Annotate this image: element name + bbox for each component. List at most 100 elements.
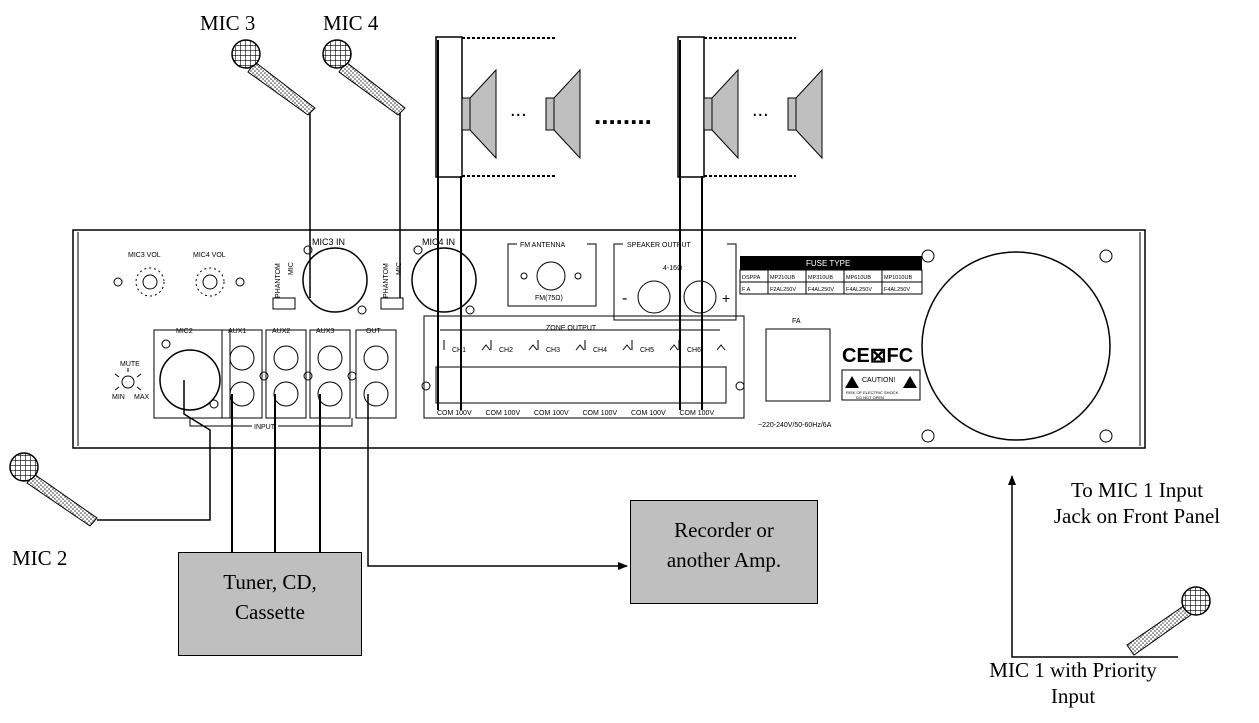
out-jack-left[interactable] [363, 345, 389, 371]
ellipsis-1: ... [510, 99, 527, 121]
aux2-jack-left[interactable] [273, 345, 299, 371]
zone-output-box [423, 315, 745, 419]
com-label: COM 100V [680, 410, 715, 417]
mic2-label: MIC2 [176, 328, 193, 335]
speaker-icon [787, 68, 823, 160]
max-label: MAX [134, 394, 150, 401]
aux1-jack-right[interactable] [229, 381, 255, 407]
mic3-in-label: MIC3 IN [312, 237, 345, 247]
speaker-output-label: SPEAKER OUTPUT [627, 242, 692, 249]
fuse-table-text: MP210UB [770, 275, 795, 281]
com-label: COM 100V [534, 410, 569, 417]
zone-channel-bracket [537, 340, 585, 351]
min-label: MIN [112, 394, 125, 401]
wiring [97, 40, 1178, 658]
mic3-vol-knob[interactable] [135, 267, 165, 297]
mute-knob[interactable] [114, 368, 142, 391]
phantom-switch-1[interactable] [272, 297, 296, 310]
aux3-box [309, 329, 351, 419]
aux1-box [221, 329, 263, 419]
zone-channel-label: CH3 [546, 347, 560, 354]
mic4-label: MIC 4 [323, 11, 379, 35]
mic3-xlr-jack[interactable] [302, 247, 368, 313]
power-rating-label: ~220-240V/50-60Hz/6A [758, 422, 832, 429]
fuse-table-text: DSPPA [742, 275, 761, 281]
fm-antenna-label: FM ANTENNA [520, 242, 565, 249]
exclamation-triangle-icon [903, 376, 917, 388]
fuse-table-text: F2AL250V [770, 287, 796, 293]
zone-channel-label: CH4 [593, 347, 607, 354]
caution-box [841, 369, 921, 401]
recorder-line2: another Amp. [666, 548, 782, 572]
com-label: COM 100V [437, 410, 472, 417]
fm-ohm-label: FM(75Ω) [535, 295, 563, 302]
aux1-label: AUX1 [228, 328, 246, 335]
mic1-label-line2: Input [1050, 684, 1096, 708]
zone-channel-bracket [490, 340, 538, 351]
input-label: INPUT [254, 424, 276, 431]
speaker-plus-terminal[interactable] [683, 280, 717, 314]
speaker-icon [545, 68, 581, 160]
mic3-label: MIC 3 [200, 11, 256, 35]
phantom-switch-2[interactable] [380, 297, 404, 310]
out-jack-right[interactable] [363, 381, 389, 407]
zone-channel-label: CH2 [499, 347, 513, 354]
mic1-label-line1: MIC 1 with Priority [989, 658, 1157, 682]
rear-panel: MIC3 VOL MIC4 VOL PHANTOM MIC PHANTOM MI… [72, 229, 1146, 449]
com-label: COM 100V [583, 410, 618, 417]
sources-line1: Tuner, CD, [223, 570, 317, 594]
phantom-label-1: PHANTOM [275, 263, 282, 298]
mic4-icon [322, 39, 406, 116]
fuse-table-text: MP1010UB [884, 275, 912, 281]
aux3-jack-right[interactable] [317, 381, 343, 407]
ellipsis-long: ........ [594, 100, 652, 130]
front-panel-label-line2: Jack on Front Panel [1053, 504, 1221, 528]
caution-sub1: RISK OF ELECTRIC SHOCK [846, 390, 899, 395]
speaker-icon [703, 68, 739, 160]
zone-output-label: ZONE OUTPUT [546, 325, 597, 332]
zone-channel-bracket [443, 340, 491, 351]
fuse-table-text: F4AL250V [846, 287, 872, 293]
mic4-xlr-jack[interactable] [411, 247, 477, 313]
zone-channel-bracket [631, 340, 679, 351]
fuse-type-label: FUSE TYPE [806, 259, 850, 268]
minus-sign: - [622, 290, 627, 307]
front-panel-label: To MIC 1 Input Jack on Front Panel [1024, 477, 1250, 529]
mic3-icon [231, 39, 316, 116]
aux2-label: AUX2 [272, 328, 290, 335]
mic2-icon [9, 452, 98, 527]
speaker-icon [461, 68, 497, 160]
mic1-label: MIC 1 with Priority Input [968, 657, 1178, 709]
mic-label-1: MIC [288, 262, 295, 275]
com-label: COM 100V [631, 410, 666, 417]
speaker-minus-terminal[interactable] [637, 280, 671, 314]
aux1-jack-left[interactable] [229, 345, 255, 371]
impedance-label: 4-16Ω [663, 265, 682, 272]
mic4-vol-knob[interactable] [195, 267, 225, 297]
recorder-box: Recorder or another Amp. [630, 500, 818, 604]
cert-marks: CE⊠FC [842, 345, 913, 367]
recorder-line1: Recorder or [674, 518, 774, 542]
zone-terminal-strip[interactable] [435, 366, 727, 404]
caution-sub2: DO NOT OPEN [856, 395, 884, 400]
sources-line2: Cassette [235, 600, 305, 624]
aux3-jack-left[interactable] [317, 345, 343, 371]
aux3-label: AUX3 [316, 328, 334, 335]
zone-channel-bracket [584, 340, 632, 351]
out-label: OUT [366, 328, 382, 335]
out-box [355, 329, 397, 419]
mute-label: MUTE [120, 361, 140, 368]
fuse-table-text: F A [742, 287, 751, 293]
mic2-xlr-jack[interactable] [159, 349, 221, 411]
zone-channel-label: CH6 [687, 347, 701, 354]
screw [235, 277, 245, 287]
fuse-table-cell [881, 281, 923, 295]
com-label: COM 100V [486, 410, 521, 417]
fuse-table-text: MP310UB [808, 275, 833, 281]
zone-channel-label: CH5 [640, 347, 654, 354]
fuse-holder[interactable] [765, 328, 831, 402]
fm-antenna-jack[interactable] [536, 261, 566, 291]
caution-label: CAUTION! [862, 377, 896, 384]
